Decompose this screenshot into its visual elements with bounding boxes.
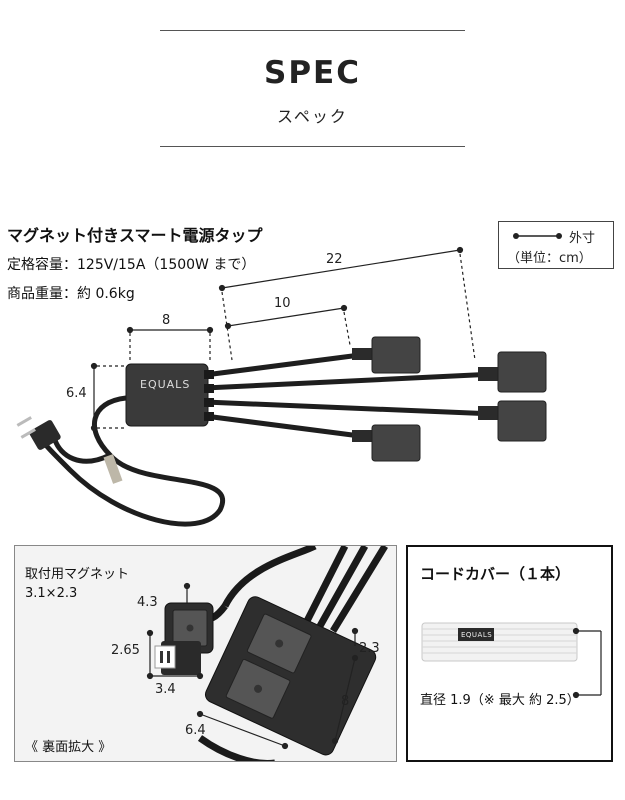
rated-capacity: 定格容量：125V/15A（1500W まで） xyxy=(7,257,256,273)
dim-total-length: 22 xyxy=(326,252,343,267)
outlet-head-short-bottom xyxy=(371,424,421,462)
back-detail-illustration xyxy=(146,546,388,761)
dim-body-thickness: 2.3 xyxy=(359,641,380,656)
product-weight: 商品重量：約 0.6kg xyxy=(7,286,135,302)
power-plug xyxy=(16,416,61,450)
outlet-head-long-top xyxy=(497,351,547,393)
dim-body-height: 6.4 xyxy=(66,386,87,401)
dimension-legend: 外寸 （単位：cm） xyxy=(498,221,614,269)
tap-body xyxy=(125,363,209,427)
dim-plug-width: 3.4 xyxy=(155,682,176,697)
cord-cover-title: コードカバー（１本） xyxy=(420,565,571,583)
outlet-head-short-top xyxy=(371,336,421,374)
cord-cover-illustration xyxy=(421,622,602,699)
cord-cover-diameter: 直径 1.9（※ 最大 約 2.5） xyxy=(420,693,580,708)
cord-cover-brand: EQUALS xyxy=(461,631,493,639)
product-illustration xyxy=(16,246,547,527)
outlet-head-long-bottom xyxy=(497,400,547,442)
magnet-size: 3.1×2.3 xyxy=(25,586,78,601)
dim-body-width-back: 6.4 xyxy=(185,723,206,738)
body-brand-label: EQUALS xyxy=(140,378,191,391)
power-cord xyxy=(36,395,226,527)
dim-plug-depth: 2.65 xyxy=(111,643,140,658)
product-name: マグネット付きスマート電源タップ xyxy=(7,226,263,245)
page-subtitle: スペック xyxy=(277,107,348,126)
outlet-heads xyxy=(371,336,547,462)
back-detail-panel: 取付用マグネット 3.1×2.3 4.3 2.65 3.4 2.3 8 6.4 … xyxy=(14,545,397,762)
magnet-title: 取付用マグネット xyxy=(25,567,130,582)
legend-label: 外寸 xyxy=(569,231,596,246)
cord-cover-panel: コードカバー（１本） EQUALS 直径 1.9（※ 最大 約 2.5） xyxy=(406,545,613,762)
dim-body-width: 8 xyxy=(162,313,171,328)
cord-clip xyxy=(103,454,123,484)
top-rule xyxy=(160,30,465,31)
page-title: SPEC xyxy=(264,55,361,91)
legend-unit: （単位：cm） xyxy=(507,251,592,266)
bottom-rule xyxy=(160,146,465,147)
back-detail-caption: 《 裏面拡大 》 xyxy=(25,740,112,755)
dim-body-length: 8 xyxy=(341,694,350,709)
cables xyxy=(204,352,496,439)
dim-plug-height: 4.3 xyxy=(137,595,158,610)
legend-line-icon xyxy=(513,233,562,239)
dimension-lines xyxy=(90,246,476,432)
dim-mid-length: 10 xyxy=(274,296,291,311)
